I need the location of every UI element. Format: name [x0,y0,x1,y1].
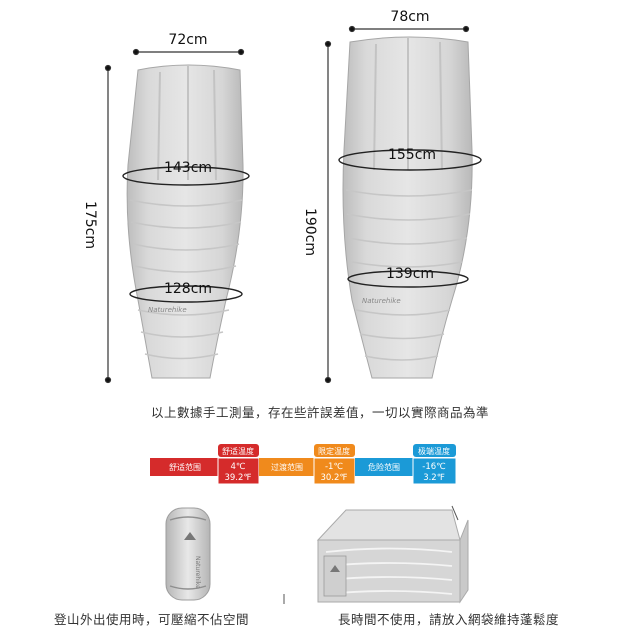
marker-limit-f: 30.2℉ [320,473,347,483]
zone-comfort-label: 舒适范围 [169,462,201,472]
marker-comfort-title: 舒适温度 [222,446,254,456]
mesh-storage-bag [316,505,469,604]
chest-girth-right [338,149,482,171]
marker-limit-title-bg [314,444,355,457]
marker-limit-title: 限定温度 [318,446,350,456]
length-dimension-left [104,64,112,384]
chest-label-left: 143cm [164,160,212,176]
sleeping-bag-right: Naturehike [342,36,473,379]
length-dimension-right [324,40,332,384]
width-dimension-left [132,48,245,56]
width-label-right: 78cm [390,9,429,25]
marker-comfort-c: 4℃ [231,462,246,472]
measurement-note: 以上數據手工測量，存在些許誤差值，一切以實際商品為準 [150,405,489,420]
foot-label-right: 139cm [386,266,434,282]
caption-compression: 登山外出使用時，可壓縮不佔空間 [54,612,250,627]
svg-text:Naturehike: Naturehike [194,556,201,589]
sleeping-bag-left: Naturehike [126,64,244,379]
marker-comfort-box [217,457,260,485]
foot-label-left: 128cm [164,281,212,297]
temperature-scale: 舒适范围 舒适温度 4℃ 39.2℉ 过渡范围 限定温度 -1℃ 30.2℉ 危… [150,444,457,485]
marker-comfort-f: 39.2℉ [224,473,251,483]
chest-label-right: 155cm [388,147,436,163]
marker-extreme-title: 极端温度 [418,446,450,456]
width-dimension-right [348,25,470,33]
marker-extreme-box [412,457,457,485]
zone-transition-label: 过渡范围 [271,462,303,472]
width-label-left: 72cm [168,32,207,48]
zone-danger-label: 危险范围 [368,462,400,472]
length-label-right: 190cm [302,208,318,256]
zone-danger [355,458,413,476]
zone-comfort [150,458,220,476]
marker-extreme-title-bg [413,444,456,457]
marker-limit-box [313,457,356,485]
marker-extreme-c: -16℃ [422,462,446,472]
foot-girth-right [347,270,469,288]
length-label-left: 175cm [82,201,98,249]
compression-sack: Naturehike [165,507,211,601]
zone-transition [259,458,315,476]
brand-logo-left: Naturehike [148,306,187,314]
foot-girth-left [129,285,243,303]
caption-storage: 長時間不使用，請放入網袋維持蓬鬆度 [338,612,560,627]
chest-girth-left [122,166,250,186]
marker-limit-c: -1℃ [325,462,343,472]
marker-extreme-f: 3.2℉ [423,473,445,483]
marker-comfort-title-bg [218,444,259,457]
brand-logo-right: Naturehike [362,297,401,305]
